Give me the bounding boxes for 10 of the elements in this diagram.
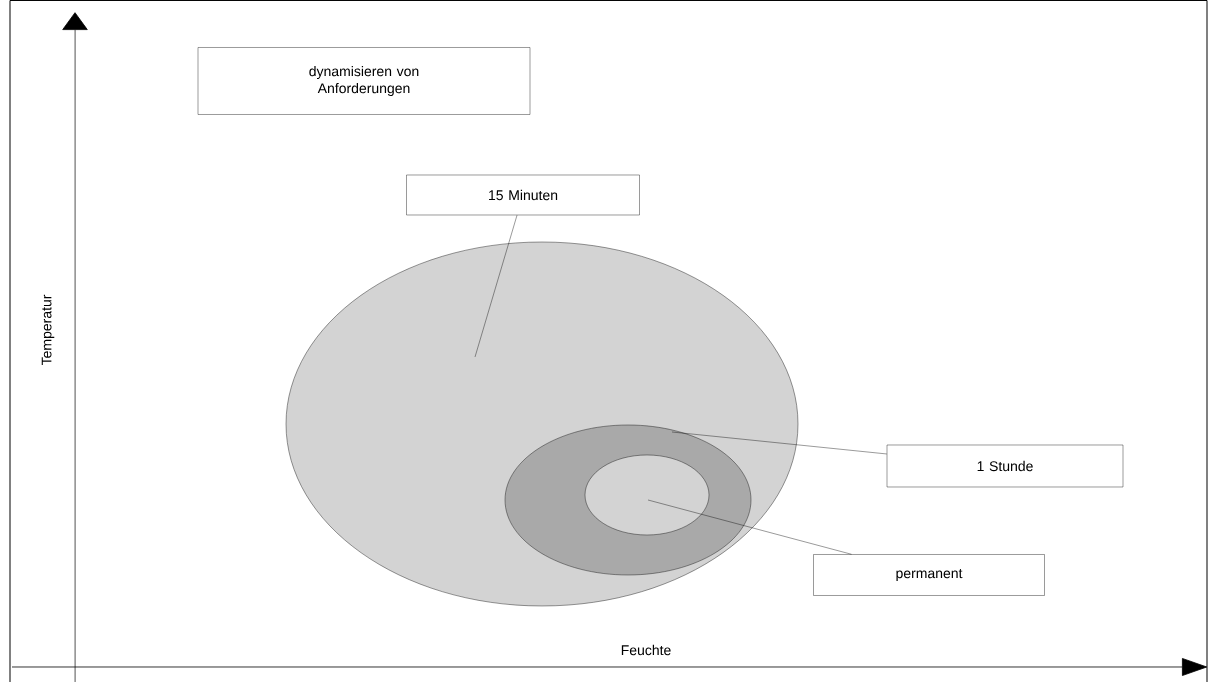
axis-label: Feuchte (621, 644, 671, 656)
leader-line (671, 431, 887, 455)
leader-line (647, 499, 852, 555)
text-box: dynamisieren von Anforderungen (197, 47, 531, 115)
text-box: permanent (813, 554, 1045, 596)
ellipse-region (584, 454, 710, 536)
text-box: 15 Minuten (406, 174, 640, 216)
axis-label: Temperatur (41, 294, 55, 366)
leader-line (474, 215, 518, 358)
text-box: 1 Stunde (886, 444, 1124, 488)
